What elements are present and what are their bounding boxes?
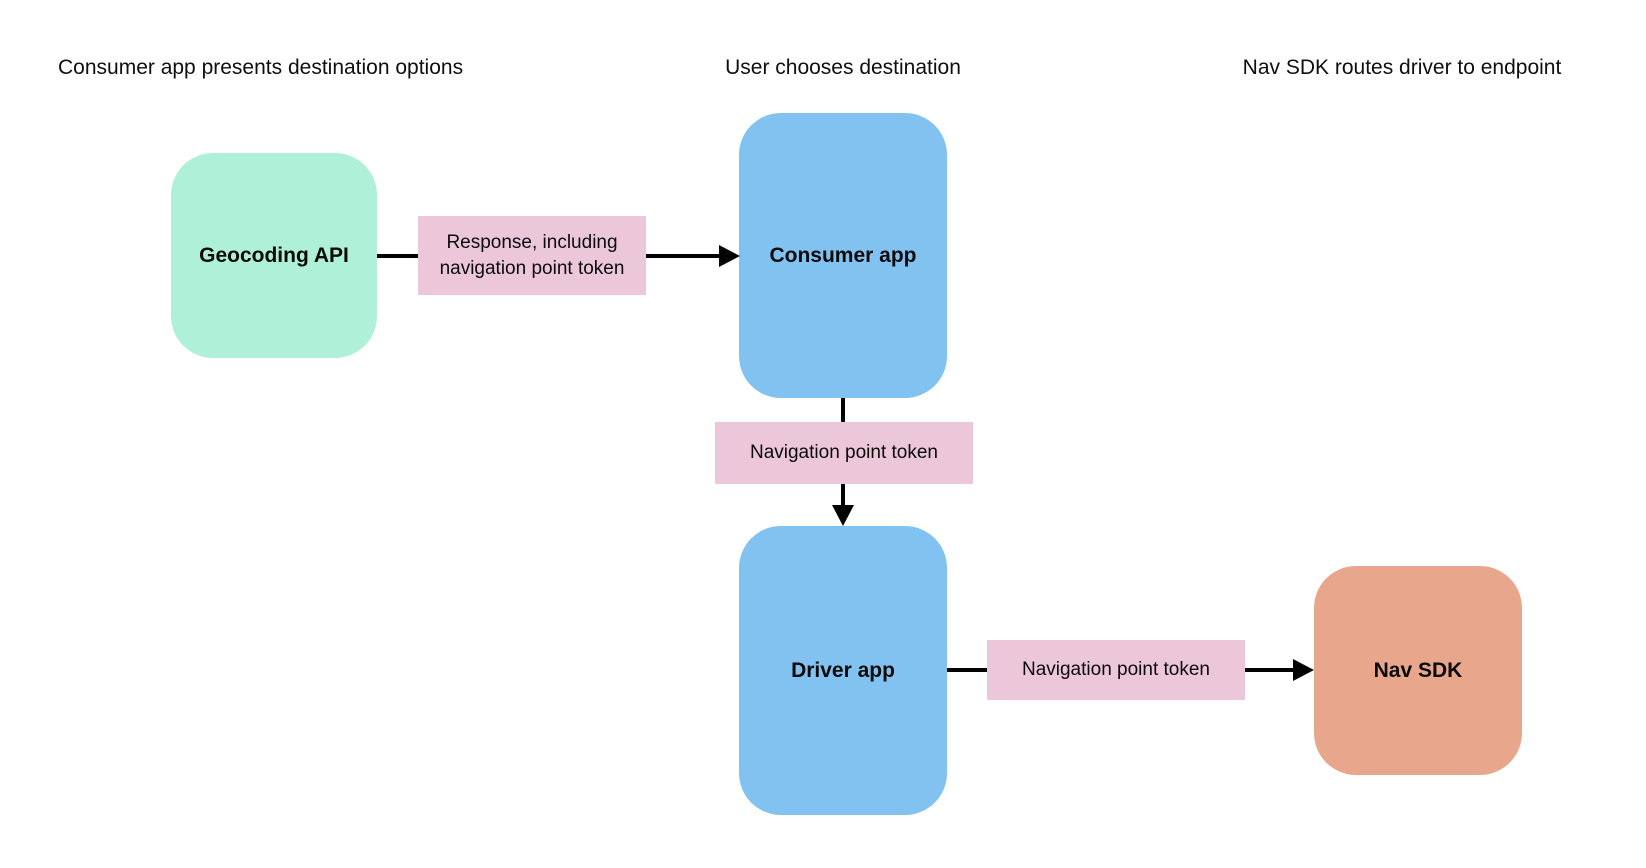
stage-heading-user-chooses: User chooses destination <box>725 56 961 79</box>
edge-driver-to-token-label <box>947 668 987 672</box>
arrowhead-into-nav-sdk <box>1293 659 1314 681</box>
node-consumer-app-label: Consumer app <box>769 243 917 267</box>
edge-consumer-to-token-label <box>841 398 845 422</box>
stage-heading-navsdk-routes: Nav SDK routes driver to endpoint <box>1242 56 1562 79</box>
node-consumer-app: Consumer app <box>739 113 947 398</box>
node-geocoding-api-label: Geocoding API <box>199 243 349 267</box>
node-geocoding-api: Geocoding API <box>171 153 377 358</box>
edge-label-navigation-point-token-right: Navigation point token <box>987 640 1245 700</box>
edge-label-response-including-token: Response, including navigation point tok… <box>418 216 646 295</box>
arrowhead-into-consumer-app <box>719 245 740 267</box>
edge-label-navigation-point-token-mid: Navigation point token <box>715 422 973 484</box>
node-nav-sdk-label: Nav SDK <box>1373 658 1463 682</box>
node-driver-app-label: Driver app <box>791 658 895 682</box>
node-nav-sdk: Nav SDK <box>1314 566 1522 775</box>
edge-token-label-to-navsdk <box>1245 668 1294 672</box>
arrowhead-into-driver-app <box>832 505 854 526</box>
edge-token-label-to-driver <box>841 484 845 506</box>
edge-geocoding-to-response-label <box>377 254 418 258</box>
stage-heading-consumer-presents: Consumer app presents destination option… <box>58 56 464 79</box>
edge-response-label-to-consumer <box>646 254 720 258</box>
node-driver-app: Driver app <box>739 526 947 815</box>
